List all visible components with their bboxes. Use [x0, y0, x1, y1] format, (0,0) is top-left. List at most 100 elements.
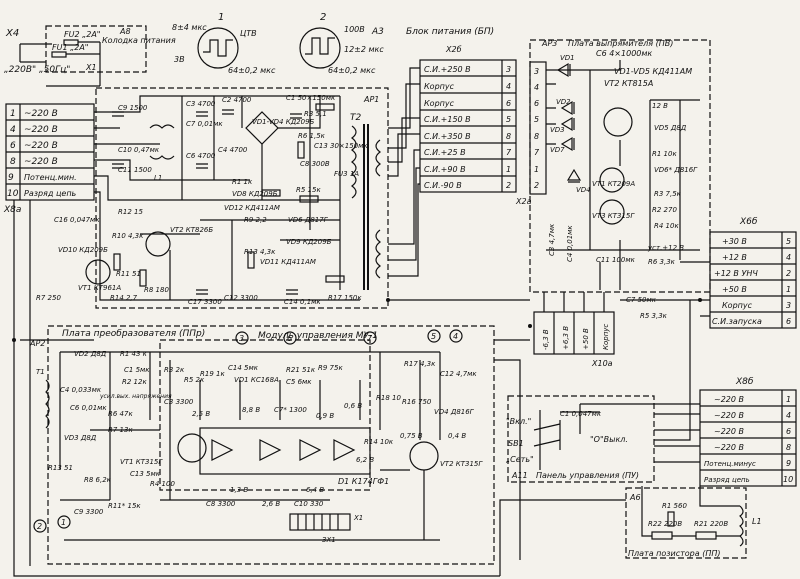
control-panel-title: Панель управления (ПУ)	[536, 471, 639, 480]
component-label: R11* 15к	[108, 502, 141, 510]
component-label: C8 3300	[206, 500, 236, 508]
component-label: C13 30×150мк	[314, 142, 368, 150]
x2b-wires	[388, 67, 420, 277]
component-label: С.И.запуска	[712, 317, 762, 326]
component-label: R13 51	[48, 464, 73, 472]
component-label: R9 75к	[318, 364, 343, 372]
t2-secondary	[375, 139, 381, 279]
component-label: Корпус	[424, 99, 455, 108]
component-label: VD6* Д816Г	[654, 166, 698, 174]
component-label: +12 В	[722, 253, 747, 262]
component-label: VD1-VD4 КД209Б	[252, 118, 315, 126]
component-label: Корпус	[424, 82, 455, 91]
x10a-wires	[543, 292, 605, 312]
rectifier-diodes	[556, 62, 582, 183]
component-label: 5	[431, 332, 436, 341]
rectifier-board-id: AP3	[541, 39, 557, 48]
component-label: R16 750	[402, 398, 432, 406]
interconnect-wires	[13, 200, 710, 577]
x8a-pin: 6	[10, 141, 16, 151]
component-label: R7 250	[36, 294, 61, 302]
vt3-amp-symbol	[599, 199, 625, 225]
component-label: R12 15	[118, 208, 143, 216]
component-label: X1	[353, 514, 363, 522]
component-label: C9 3300	[74, 508, 104, 516]
component-symbol	[247, 251, 255, 269]
component-label: R6 47к	[108, 410, 133, 418]
component-label: C11 100мк	[596, 256, 636, 264]
posistor-id: A6	[629, 493, 641, 502]
bridge-rectifier	[245, 111, 279, 145]
component-label: ~220 В	[714, 395, 744, 404]
x2b-id: X2б	[445, 45, 462, 54]
component-label: 3	[534, 67, 539, 76]
component-label: R14 2,7	[110, 294, 138, 302]
x8a-pin: 10	[7, 189, 19, 199]
component-label: C3 4,7мк	[548, 223, 556, 256]
vt1-symbol	[85, 259, 111, 285]
component-label: 5	[506, 115, 511, 124]
component-label: +30 В	[722, 237, 747, 246]
connector-x8a: 1 ~220 В 4 ~220 В 6 ~220 В 8 ~220 В 9 По…	[3, 103, 95, 215]
component-label: C6 4×1000мк	[596, 49, 652, 58]
component-label: C1 5мк	[124, 366, 150, 374]
x6b-id: X6б	[739, 217, 758, 227]
vt2-symbol	[145, 231, 171, 257]
vt2-conv-symbol	[409, 441, 439, 471]
component-label: R18 10	[376, 394, 401, 402]
component-label: C4 0,01мк	[566, 225, 574, 262]
pulse-diagram-2: 2 100В 12±2 мкс 64±0,2 мкс	[299, 12, 384, 75]
component-label: С.И.+25 В	[424, 148, 466, 157]
vt2-amp-symbol	[603, 107, 633, 137]
component-label: 3	[239, 334, 244, 343]
component-label: VD9 КД209Б	[286, 238, 332, 246]
component-label: R17 4,3к	[404, 360, 436, 368]
component-label: ~220 В	[714, 427, 744, 436]
component-symbol	[297, 141, 305, 159]
component-label: C17 3300	[188, 298, 222, 306]
component-label: усил.вых. напряжения	[99, 393, 172, 400]
component-label: 1	[786, 285, 791, 294]
component-label: R14 10к	[364, 438, 394, 446]
component-label: C12 4,7мк	[440, 370, 477, 378]
pulse-1-amplitude: 3В	[174, 55, 185, 64]
supply-plug-label: Колодка питания	[102, 36, 176, 45]
posistor-r22: R22 220В	[648, 520, 682, 528]
power-t2: T2	[350, 113, 361, 123]
component-label: +6,3 В	[562, 326, 570, 350]
component-label: 8	[506, 132, 511, 141]
component-label: FU3 1А	[334, 170, 359, 178]
component-label: C9 1500	[118, 104, 148, 112]
component-label: 6	[287, 334, 292, 343]
component-label: 4	[786, 411, 791, 420]
component-label: 8	[786, 443, 791, 452]
component-label: 2,6 В	[262, 500, 280, 508]
x2a-id: X2a	[515, 197, 532, 206]
converter-board: Плата преобразователя (ППр) AP2 Модуль у…	[29, 325, 495, 565]
component-label: 6	[534, 99, 539, 108]
component-label: C13 5мк	[130, 470, 161, 478]
component-label: R6 1,5к	[298, 132, 326, 140]
test-point-4	[449, 329, 463, 343]
component-label: VT2 КТ826Б	[170, 226, 213, 234]
component-label: VD11 КД411АМ	[260, 258, 316, 266]
posistor-r21-symbol	[695, 531, 717, 540]
component-label: 1	[61, 518, 66, 527]
component-label: R1 1к	[232, 178, 253, 186]
component-label: С.И.-90 В	[424, 181, 462, 190]
component-label: VT1 КТ315Г	[120, 458, 163, 466]
component-label: R9 2,2	[244, 216, 267, 224]
component-label: R5 2к	[184, 376, 205, 384]
test-point-5	[427, 329, 441, 343]
component-label: VD8 КД209Б	[232, 190, 278, 198]
rectifier-board: AP3 Плата выпрямителя (ПВ) X2a 3 4 6 5 8…	[515, 39, 711, 320]
switch-symbol	[533, 403, 700, 470]
component-label: VT3 КТ315Г	[592, 212, 635, 220]
component-label: 7	[534, 148, 540, 157]
component-label: C4 0,033мк	[60, 386, 102, 394]
component-label: C3 3300	[164, 398, 194, 406]
component-label: С.И.+350 В	[424, 132, 471, 141]
posistor-r1: R1 560	[662, 502, 687, 510]
